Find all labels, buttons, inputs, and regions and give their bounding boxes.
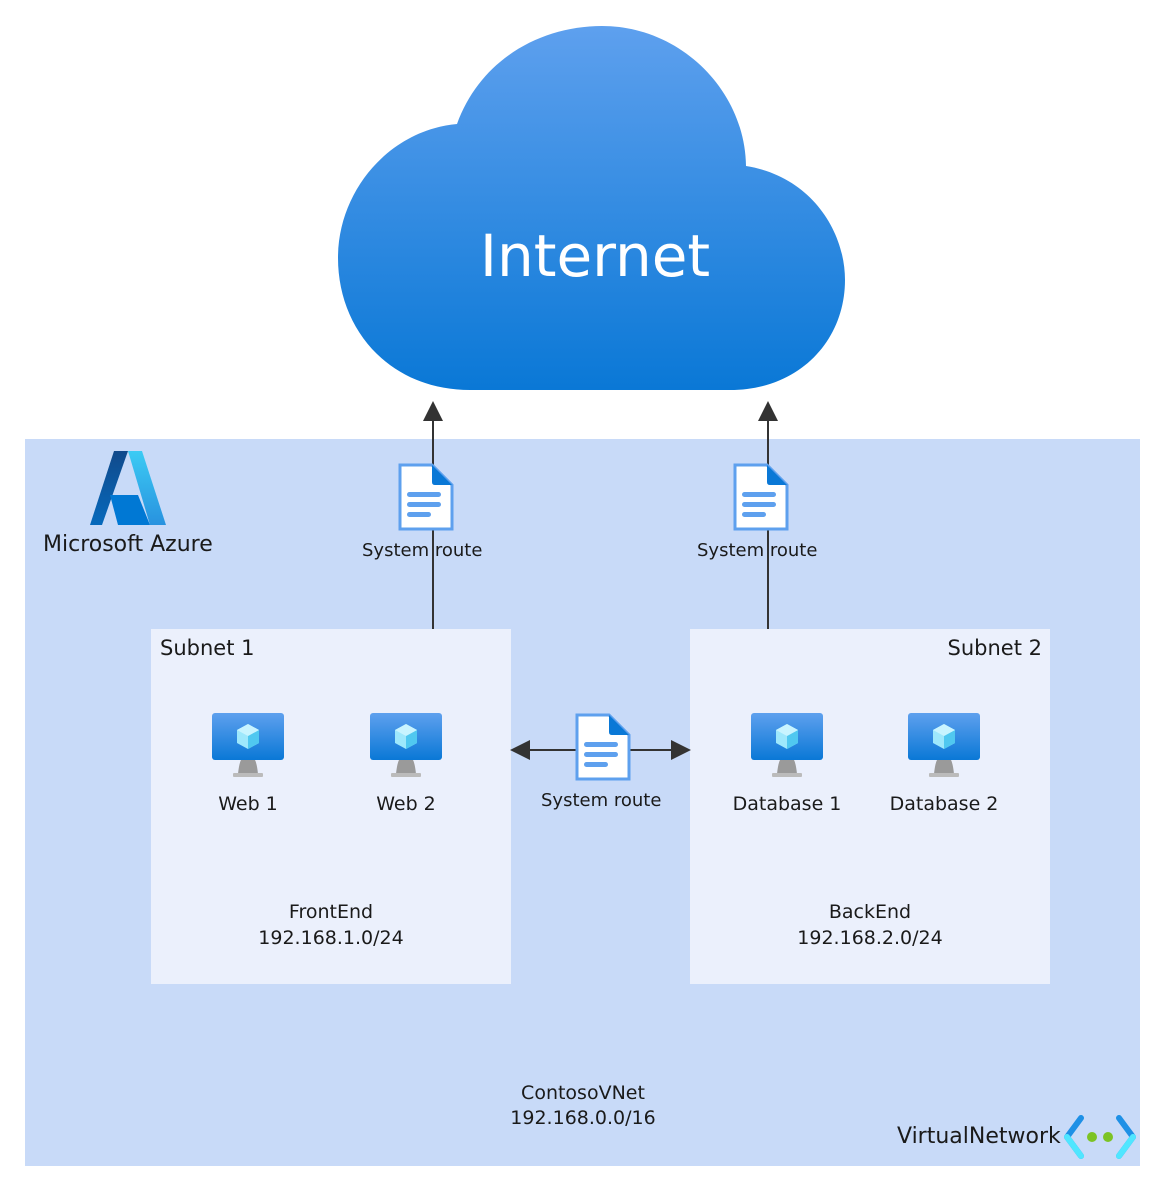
azure-brand-label: Microsoft Azure [43, 532, 213, 557]
route-label-right: System route [697, 540, 818, 561]
subnet2-name: BackEnd [828, 901, 912, 923]
vm-label: Database 1 [732, 793, 842, 815]
virtual-network-type-label: VirtualNetwork [897, 1124, 1061, 1149]
vnet-name: ContosoVNet [521, 1082, 645, 1104]
route-table-icon [575, 713, 631, 781]
virtual-machine-icon [370, 713, 442, 777]
subnet2-cidr: 192.168.2.0/24 [797, 927, 943, 949]
route-label-between: System route [541, 790, 662, 811]
vm-label: Web 2 [376, 793, 436, 815]
subnet2-title: Subnet 2 [947, 636, 1042, 660]
route-table-icon [398, 463, 454, 531]
internet-label: Internet [479, 222, 711, 290]
subnet-frontend [151, 629, 511, 984]
route-label-left: System route [362, 540, 483, 561]
subnet1-name: FrontEnd [288, 901, 374, 923]
virtual-machine-icon [212, 713, 284, 777]
virtual-machine-icon [908, 713, 980, 777]
virtual-network-icon [1064, 1115, 1136, 1159]
azure-logo-icon [90, 451, 166, 525]
vm-label: Web 1 [218, 793, 278, 815]
route-table-icon [733, 463, 789, 531]
vm-label: Database 2 [889, 793, 999, 815]
subnet1-cidr: 192.168.1.0/24 [258, 927, 404, 949]
virtual-machine-icon [751, 713, 823, 777]
vnet-cidr: 192.168.0.0/16 [510, 1107, 656, 1129]
internet-cloud-icon [338, 26, 845, 390]
subnet-backend [690, 629, 1050, 984]
subnet1-title: Subnet 1 [160, 636, 255, 660]
